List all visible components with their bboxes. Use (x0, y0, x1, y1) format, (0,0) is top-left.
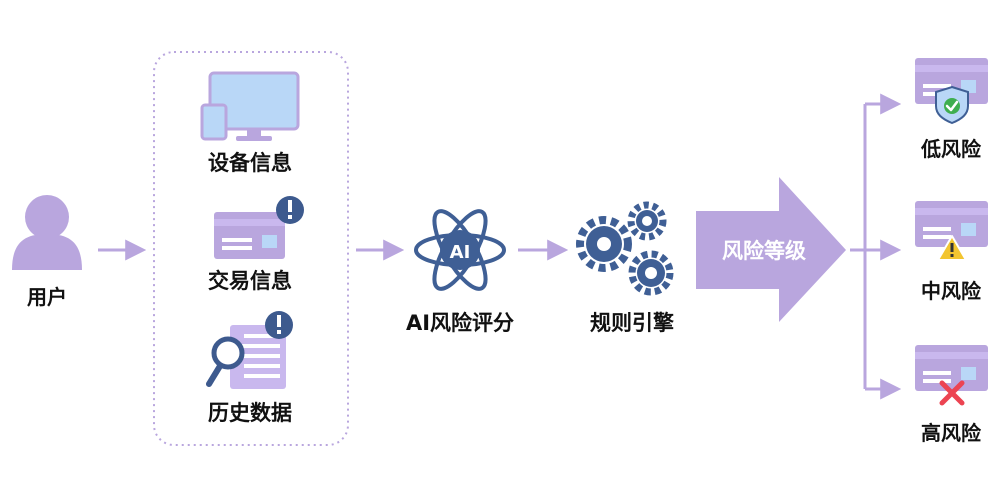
risk-grading-arrow (696, 177, 846, 322)
card-warning-icon (915, 201, 988, 261)
history-data-label: 历史数据 (208, 401, 292, 425)
high-risk-label: 高风险 (921, 421, 982, 445)
ai-icon-text: AI (450, 242, 471, 263)
rules-engine-node: 规则引擎 (576, 201, 674, 335)
user-label: 用户 (27, 285, 67, 309)
outcome-branches (850, 93, 902, 400)
user-node: 用户 (12, 195, 82, 309)
devices-icon (200, 71, 300, 141)
card-shield-check-icon (915, 58, 988, 125)
low-risk-node: 低风险 (915, 58, 988, 161)
rules-engine-label: 规则引擎 (590, 311, 674, 335)
ai-scoring-label: AI风险评分 (406, 311, 514, 335)
risk-grading-label: 风险等级 (722, 239, 806, 263)
inputs-dashed-border (153, 51, 349, 446)
card-x-icon (915, 345, 988, 406)
medium-risk-node: 中风险 (915, 201, 988, 303)
credit-card-alert-icon (214, 196, 304, 259)
risk-grading-node: 风险等级 (696, 177, 846, 322)
device-info-label: 设备信息 (208, 151, 292, 175)
user-icon (12, 195, 82, 270)
transaction-info-label: 交易信息 (208, 269, 292, 293)
inputs-group: 设备信息 交易信息 历史数据 (153, 51, 349, 446)
document-search-icon (206, 311, 293, 389)
low-risk-label: 低风险 (920, 137, 982, 161)
medium-risk-label: 中风险 (921, 279, 982, 303)
gears-icon (576, 201, 674, 296)
atom-ai-icon: AI (414, 209, 506, 291)
high-risk-node: 高风险 (915, 345, 988, 445)
ai-scoring-node: AI AI风险评分 (406, 209, 514, 335)
